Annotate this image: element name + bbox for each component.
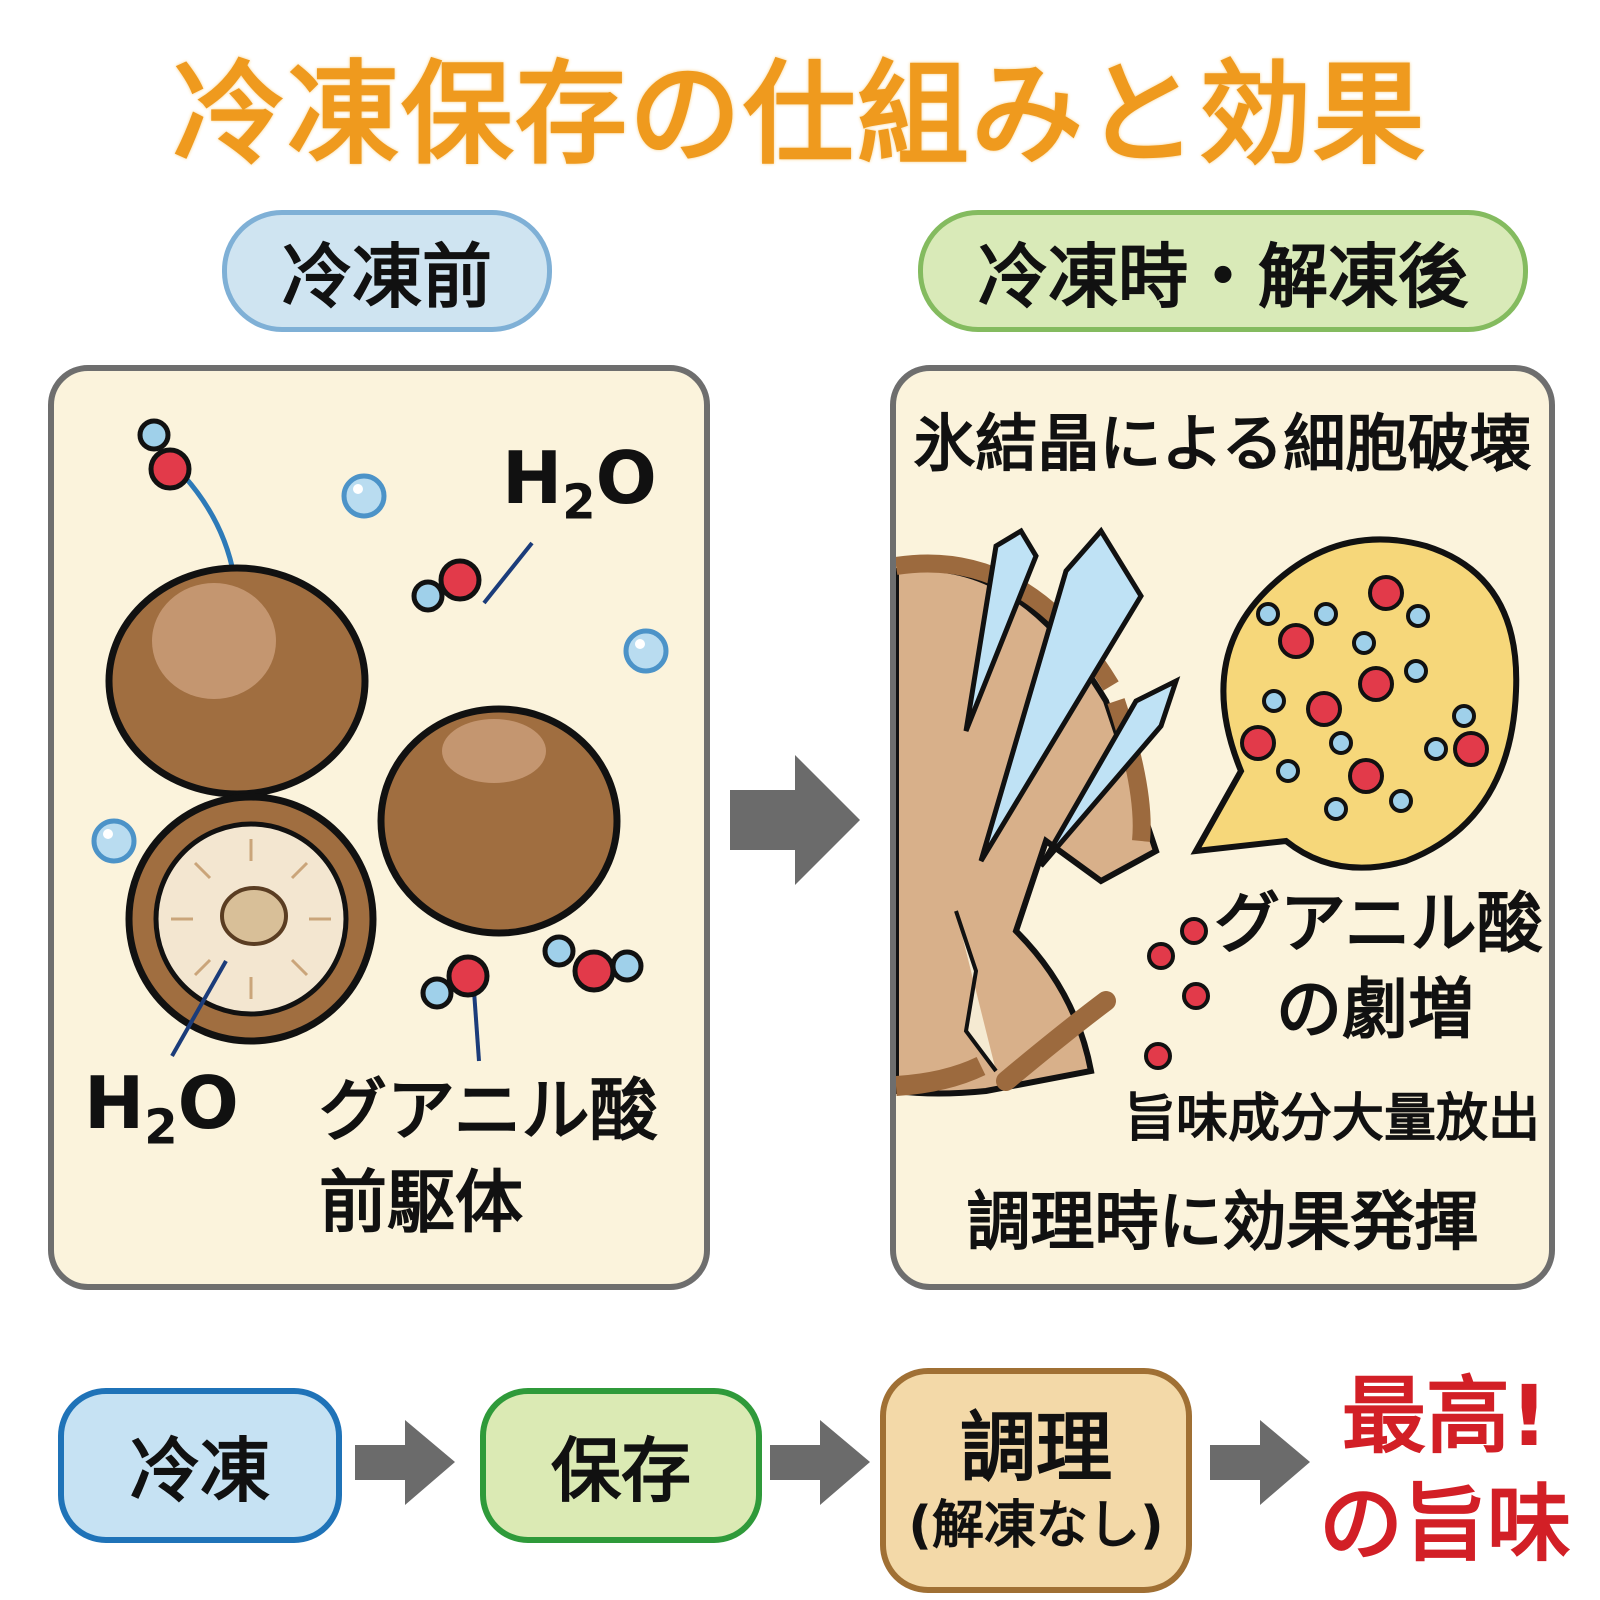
guanylic-acid-increase-label: グアニル酸 の劇増 bbox=[1214, 885, 1543, 1048]
flow-step-store: 保存 bbox=[480, 1388, 762, 1543]
flow-step-label: 保存 bbox=[551, 1430, 691, 1512]
flow-arrow-icon bbox=[355, 1420, 455, 1505]
page-title: 冷凍保存の仕組みと効果 bbox=[173, 50, 1427, 180]
mushroom-cap-icon bbox=[377, 705, 621, 937]
flow-arrow-icon bbox=[770, 1420, 870, 1505]
flow-step-cook: 調理 (解凍なし) bbox=[880, 1368, 1192, 1593]
flow-step-label: 冷凍 bbox=[130, 1430, 270, 1512]
guanylic-acid-particles-icon bbox=[1144, 917, 1210, 1070]
water-droplet-icon bbox=[623, 628, 669, 674]
umami-release-label: 旨味成分大量放出 bbox=[1124, 1089, 1541, 1149]
broken-mushroom-icon bbox=[896, 554, 1160, 1097]
transition-arrow-icon bbox=[730, 755, 860, 885]
during-after-freezing-header: 冷凍時・解凍後 bbox=[918, 210, 1528, 332]
water-molecule-icon bbox=[420, 954, 490, 1010]
before-freezing-header: 冷凍前 bbox=[222, 210, 552, 332]
water-molecule-icon bbox=[542, 934, 644, 993]
molecule-speech-bubble bbox=[1190, 536, 1520, 871]
water-molecule-icon bbox=[137, 418, 192, 491]
flow-step-freeze: 冷凍 bbox=[58, 1388, 342, 1543]
flow-arrow-icon bbox=[1210, 1420, 1310, 1505]
best-umami-result: 最高! の旨味 bbox=[1318, 1367, 1571, 1573]
h2o-label-bottom: H2O bbox=[84, 1061, 239, 1156]
ice-crystal-icon bbox=[963, 527, 1039, 732]
water-molecule-cluster-icon bbox=[1240, 575, 1489, 821]
cooking-effect-label: 調理時に効果発揮 bbox=[966, 1186, 1479, 1260]
water-droplet-icon bbox=[91, 818, 137, 864]
before-freezing-panel: H2O H2O グアニル酸 前駆体 bbox=[48, 365, 710, 1290]
ice-crystal-cell-destruction-heading: 氷結晶による細胞破壊 bbox=[913, 407, 1532, 480]
during-after-freezing-panel: 氷結晶による細胞破壊 bbox=[890, 365, 1555, 1290]
flow-step-sublabel: (解凍なし) bbox=[908, 1495, 1164, 1556]
flow-step-label: 調理 bbox=[960, 1402, 1112, 1492]
after-illustration bbox=[896, 526, 1520, 1097]
before-illustration bbox=[91, 418, 669, 1062]
h2o-label-top: H2O bbox=[502, 436, 657, 531]
mushroom-cross-section-icon bbox=[125, 793, 377, 1045]
water-molecule-icon bbox=[411, 558, 482, 613]
ice-crystal-icon bbox=[978, 526, 1144, 863]
water-droplet-icon bbox=[341, 473, 387, 519]
mushroom-cap-icon bbox=[105, 564, 369, 798]
ice-crystal-icon bbox=[1038, 676, 1181, 868]
guanylic-acid-precursor-label: グアニル酸 前駆体 bbox=[319, 1072, 658, 1243]
